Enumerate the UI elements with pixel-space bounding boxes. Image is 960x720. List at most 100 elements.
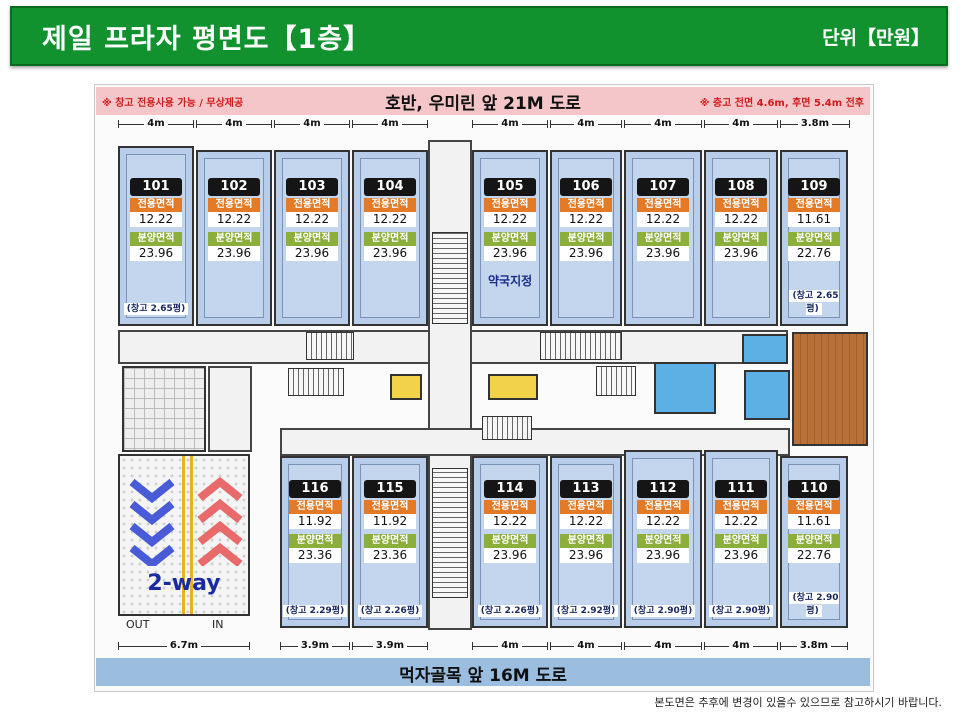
shop-number: 103 (286, 178, 338, 196)
exclusive-area-label: 전용면적 (286, 198, 338, 212)
supply-area-value: 23.96 (286, 246, 338, 261)
bike-storage (208, 366, 252, 452)
supply-area-value: 23.96 (208, 246, 260, 261)
parking-ramp: 2-way (118, 454, 250, 616)
shop-103[interactable]: 103 전용면적 12.22 분양면적 23.96 (274, 150, 350, 326)
shop-number: 107 (637, 178, 689, 196)
supply-area-label: 분양면적 (715, 534, 767, 548)
supply-area-label: 분양면적 (637, 232, 689, 246)
in-arrows-icon (197, 476, 243, 566)
dimension-label: 4m (196, 118, 272, 130)
supply-area-value: 22.76 (788, 246, 840, 261)
dimension-label: 6.7m (118, 640, 250, 652)
shop-101[interactable]: 101 전용면적 12.22 분양면적 23.96 (창고 2.65평) (118, 146, 194, 326)
shop-114[interactable]: 114 전용면적 12.22 분양면적 23.96 (창고 2.26평) (472, 456, 548, 628)
shop-112[interactable]: 112 전용면적 12.22 분양면적 23.96 (창고 2.90평) (624, 450, 702, 628)
exclusive-area-label: 전용면적 (637, 198, 689, 212)
supply-area-value: 23.96 (364, 246, 416, 261)
storage-size: (창고 2.90평) (782, 590, 846, 617)
exclusive-area-label: 전용면적 (560, 500, 612, 514)
dimension-label: 4m (118, 118, 194, 130)
shop-number: 109 (788, 178, 840, 196)
dimension-label: 4m (352, 118, 428, 130)
supply-area-value: 23.96 (637, 246, 689, 261)
supply-area-value: 23.96 (715, 246, 767, 261)
exclusive-area-label: 전용면적 (364, 198, 416, 212)
two-way-label: 2-way (147, 571, 221, 596)
dimension-label: 4m (550, 118, 622, 130)
dimension-label: 4m (472, 640, 548, 652)
dimension-label: 4m (624, 118, 702, 130)
exclusive-area-value: 12.22 (484, 514, 536, 529)
supply-area-label: 분양면적 (788, 534, 840, 548)
supply-area-label: 분양면적 (788, 232, 840, 246)
storage-size: (창고 2.65평) (120, 301, 192, 315)
pharmacy-designated-label: 약국지정 (488, 274, 533, 288)
exclusive-area-label: 전용면적 (715, 198, 767, 212)
storage-size: (창고 2.92평) (552, 603, 620, 617)
dimension-label: 3.8m (780, 118, 850, 130)
shop-number: 102 (208, 178, 260, 196)
exclusive-area-label: 전용면적 (788, 198, 840, 212)
dimension-label: 4m (274, 118, 350, 130)
exclusive-area-label: 전용면적 (130, 198, 182, 212)
exclusive-area-value: 12.22 (364, 212, 416, 227)
stair-mid (482, 416, 532, 440)
shop-number: 101 (130, 178, 182, 196)
supply-area-label: 분양면적 (364, 534, 416, 548)
wooden-deck (792, 332, 868, 446)
storage-size: (창고 2.26평) (474, 603, 546, 617)
supply-area-label: 분양면적 (560, 232, 612, 246)
out-arrows-icon (129, 478, 175, 566)
supply-area-value: 22.76 (788, 548, 840, 563)
storage-note: ※ 창고 전용사용 가능 / 무상제공 (102, 98, 244, 109)
supply-area-value: 23.96 (637, 548, 689, 563)
exclusive-area-value: 11.61 (788, 514, 840, 529)
shop-107[interactable]: 107 전용면적 12.22 분양면적 23.96 (624, 150, 702, 326)
restroom-block (654, 362, 716, 414)
accessible-restroom (742, 334, 788, 364)
out-label: OUT (126, 618, 150, 631)
shop-number: 111 (715, 480, 767, 498)
shop-number: 110 (788, 480, 840, 498)
shop-102[interactable]: 102 전용면적 12.22 분양면적 23.96 (196, 150, 272, 326)
shop-116[interactable]: 116 전용면적 11.92 분양면적 23.36 (창고 2.29평) (280, 456, 350, 628)
ceiling-height-note: ※ 층고 전면 4.6m, 후면 5.4m 전후 (699, 98, 864, 109)
restroom-east (744, 370, 790, 420)
supply-area-value: 23.96 (130, 246, 182, 261)
exclusive-area-label: 전용면적 (289, 500, 341, 514)
shop-105[interactable]: 105 전용면적 12.22 분양면적 23.96 약국지정 (472, 150, 548, 326)
dimension-label: 3.9m (280, 640, 350, 652)
bottom-road-label: 먹자골목 앞 16M 도로 (399, 666, 567, 686)
shop-109[interactable]: 109 전용면적 11.61 분양면적 22.76 (창고 2.65평) (780, 150, 848, 326)
shop-number: 113 (560, 480, 612, 498)
exclusive-area-label: 전용면적 (364, 500, 416, 514)
shop-113[interactable]: 113 전용면적 12.22 분양면적 23.96 (창고 2.92평) (550, 456, 622, 628)
supply-area-value: 23.36 (364, 548, 416, 563)
supply-area-label: 분양면적 (130, 232, 182, 246)
exclusive-area-value: 12.22 (715, 514, 767, 529)
shop-115[interactable]: 115 전용면적 11.92 분양면적 23.36 (창고 2.26평) (352, 456, 428, 628)
shop-106[interactable]: 106 전용면적 12.22 분양면적 23.96 (550, 150, 622, 326)
exclusive-area-label: 전용면적 (484, 500, 536, 514)
supply-area-value: 23.36 (289, 548, 341, 563)
shop-104[interactable]: 104 전용면적 12.22 분양면적 23.96 (352, 150, 428, 326)
stair-east (540, 332, 622, 360)
supply-area-label: 분양면적 (484, 534, 536, 548)
page-title: 제일 프라자 평면도【1층】 (42, 24, 372, 55)
exclusive-area-value: 12.22 (130, 212, 182, 227)
dimension-label: 4m (624, 640, 702, 652)
unit-label: 단위【만원】 (822, 27, 930, 49)
elevator-west (390, 374, 422, 400)
shop-number: 116 (289, 480, 341, 498)
shop-number: 115 (364, 480, 416, 498)
exclusive-area-label: 전용면적 (715, 500, 767, 514)
shop-111[interactable]: 111 전용면적 12.22 분양면적 23.96 (창고 2.90평) (704, 450, 778, 628)
shop-110[interactable]: 110 전용면적 11.61 분양면적 22.76 (창고 2.90평) (780, 456, 848, 628)
shop-108[interactable]: 108 전용면적 12.22 분양면적 23.96 (704, 150, 778, 326)
dimension-label: 4m (704, 118, 778, 130)
supply-area-label: 분양면적 (286, 232, 338, 246)
supply-area-label: 분양면적 (289, 534, 341, 548)
shop-number: 108 (715, 178, 767, 196)
shop-number: 114 (484, 480, 536, 498)
